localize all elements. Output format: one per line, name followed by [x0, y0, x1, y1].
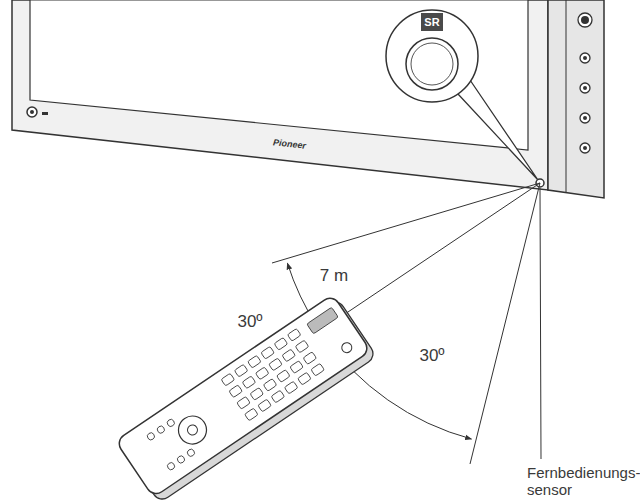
callout-label: Fernbedienungs- sensor — [527, 464, 637, 499]
side-button — [583, 116, 587, 120]
button — [290, 361, 304, 374]
button — [261, 346, 275, 359]
range-line — [342, 183, 540, 316]
sr-mark: SR — [424, 16, 439, 29]
button — [287, 328, 301, 341]
cursor-pad — [186, 423, 200, 437]
side-button — [580, 83, 590, 93]
side-button — [580, 143, 590, 153]
angle-label: 30º — [237, 312, 262, 332]
button — [248, 355, 262, 368]
side-button — [581, 16, 589, 24]
cursor-pad — [173, 411, 212, 450]
remote-control — [115, 293, 376, 501]
button — [295, 340, 309, 353]
button — [271, 390, 285, 403]
button — [269, 358, 283, 371]
button — [166, 418, 176, 428]
button — [186, 448, 196, 458]
side-button — [583, 86, 587, 90]
button — [229, 385, 243, 398]
leader-line — [540, 188, 541, 459]
distance-label: 7 m — [320, 266, 348, 286]
button — [277, 370, 291, 383]
button — [242, 376, 256, 389]
magnifier — [386, 10, 478, 102]
button — [307, 307, 339, 334]
range-line — [272, 183, 540, 263]
power-led — [42, 112, 48, 115]
button — [340, 341, 354, 355]
button — [176, 455, 186, 465]
angle-arc — [323, 335, 472, 439]
button — [166, 461, 176, 471]
sr-icon — [421, 13, 443, 31]
tv-frame — [12, 0, 548, 190]
button — [284, 381, 298, 394]
button — [156, 425, 166, 435]
sensor-window — [411, 43, 453, 85]
remote-body — [115, 294, 370, 497]
button — [250, 387, 264, 400]
power-button — [30, 110, 34, 114]
button — [221, 373, 235, 386]
button — [245, 408, 259, 421]
button — [263, 379, 277, 392]
button — [146, 431, 156, 441]
side-button — [578, 13, 592, 27]
side-edge — [566, 0, 567, 192]
button — [258, 399, 272, 412]
side-button — [580, 113, 590, 123]
power-button — [27, 107, 37, 117]
button — [298, 372, 312, 385]
callout-tail — [458, 80, 538, 180]
remote-buttons — [144, 328, 325, 473]
button — [311, 363, 325, 376]
button — [255, 367, 269, 380]
button — [282, 349, 296, 362]
tv-side — [548, 0, 604, 198]
button — [234, 364, 248, 377]
side-buttons — [578, 13, 592, 153]
button — [274, 337, 288, 350]
side-button — [580, 53, 590, 63]
side-button — [583, 56, 587, 60]
tv-screen — [30, 0, 528, 150]
range-line — [470, 183, 540, 464]
button — [303, 352, 317, 365]
side-button — [583, 146, 587, 150]
sensor-window — [406, 38, 458, 90]
angle-label: 30º — [419, 346, 444, 366]
button — [237, 396, 251, 409]
